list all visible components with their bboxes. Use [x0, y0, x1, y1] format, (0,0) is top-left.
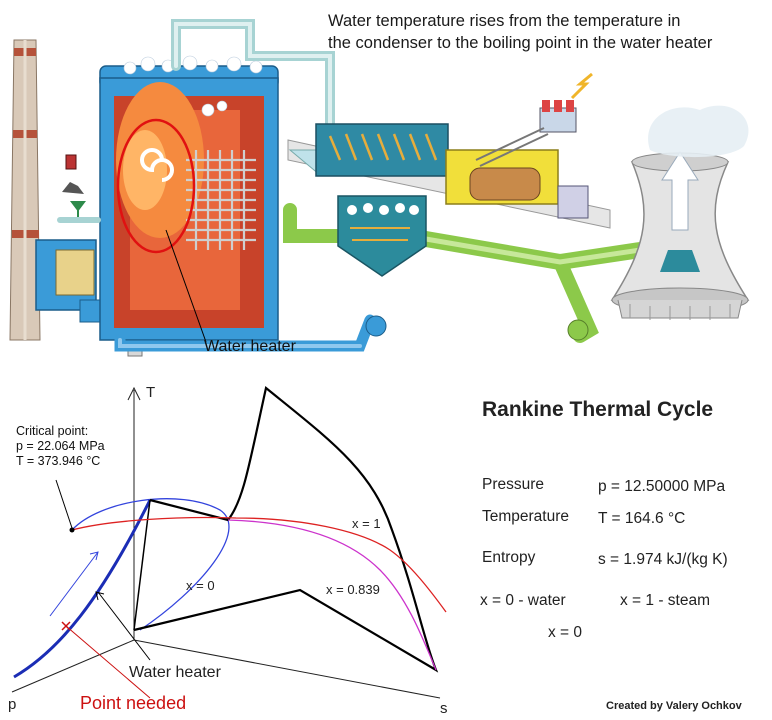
- cycle-path: [133, 386, 439, 673]
- panel-title: Rankine Thermal Cycle: [482, 398, 714, 421]
- fuel-icons: [62, 154, 86, 218]
- point-needed-leader: [65, 625, 151, 699]
- water-heater-pointer: [165, 229, 207, 343]
- axis-label-s: s: [440, 700, 448, 717]
- critical-point-leader: [55, 479, 73, 529]
- point-needed-label: Point needed: [80, 693, 187, 713]
- x0-label: x = 0: [186, 578, 215, 593]
- critical-point-pressure: p = 22.064 MPa: [16, 439, 105, 453]
- entropy-label: Entropy: [482, 549, 536, 566]
- heating-arrow: [49, 551, 99, 617]
- axis-label-T: T: [146, 384, 156, 401]
- entropy-value: s = 1.974 kJ/(kg K): [598, 551, 728, 568]
- saturation-dome-curve: [71, 498, 230, 631]
- x1-curve: [71, 516, 447, 613]
- power-plant-illustration: [9, 19, 750, 357]
- pressure-label: Pressure: [482, 476, 545, 493]
- steam-pipes: [57, 19, 335, 223]
- critical-point-label: Critical point: p = 22.064 MPa T = 373.9…: [16, 424, 105, 469]
- water-heater-leader: [97, 591, 151, 661]
- credit-text: Created by Valery Ochkov: [606, 700, 742, 712]
- axis-label-p: p: [8, 696, 17, 713]
- water-heater-label-plant: Water heater: [204, 338, 296, 355]
- water-heater-label-diagram: Water heater: [129, 664, 221, 681]
- critical-point-marker: [69, 527, 75, 533]
- current-quality: x = 0: [548, 624, 583, 641]
- axes: [11, 386, 441, 699]
- heating-arrow-head: [89, 551, 99, 561]
- temperature-label: Temperature: [482, 508, 570, 525]
- caption-line-1: Water temperature rises from the tempera…: [328, 12, 681, 30]
- boiler: [99, 55, 279, 341]
- cycle-path-lower: [133, 499, 151, 631]
- liquid-line: [13, 499, 152, 679]
- legend-steam: x = 1 - steam: [620, 592, 711, 609]
- x1-label: x = 1: [352, 516, 381, 531]
- legend-water: x = 0 - water: [480, 592, 566, 609]
- ts-diagram: [11, 386, 447, 699]
- turbine: [287, 123, 611, 229]
- caption-line-2: the condenser to the boiling point in th…: [328, 34, 713, 52]
- x0839-label: x = 0.839: [326, 582, 380, 597]
- water-heater-leader-head: [95, 591, 105, 601]
- x0839-curve: [227, 519, 437, 671]
- pressure-value: p = 12.50000 MPa: [598, 478, 726, 495]
- electric-output: [475, 72, 593, 167]
- chimney: [9, 39, 41, 341]
- temperature-value: T = 164.6 °C: [598, 510, 686, 527]
- condenser: [337, 195, 427, 337]
- critical-point-temperature: T = 373.946 °C: [16, 454, 101, 468]
- cooling-tower: [567, 105, 750, 341]
- critical-point-heading: Critical point:: [16, 424, 89, 438]
- diagram-caption: Water temperature rises from the tempera…: [328, 10, 712, 54]
